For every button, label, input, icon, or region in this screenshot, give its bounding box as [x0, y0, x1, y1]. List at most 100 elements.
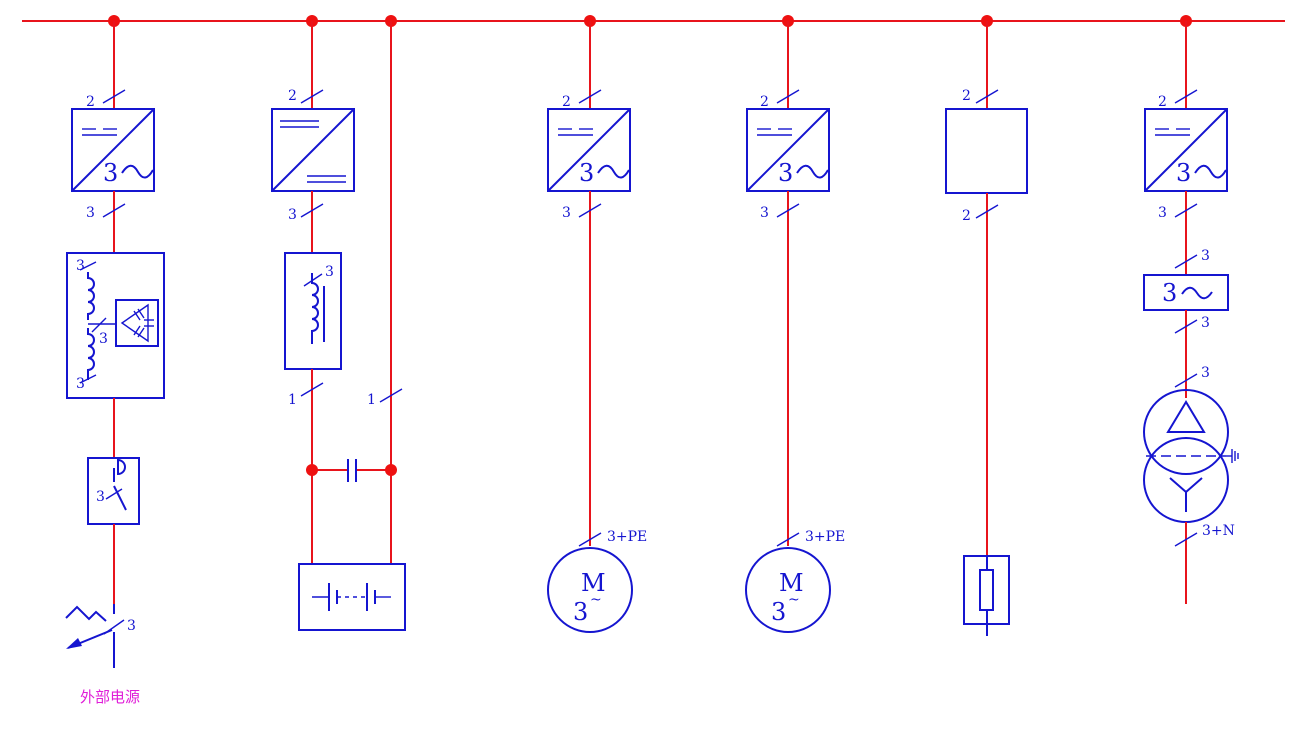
count-tick: [379, 388, 403, 403]
capacitor-plate: [137, 327, 145, 338]
capacitor-plate: [133, 310, 141, 321]
count-tick: [578, 89, 602, 104]
motor-1: M 3 ~: [547, 547, 633, 633]
count-tick: [1174, 254, 1198, 269]
dc-ac-converter-6: 3: [1144, 108, 1228, 192]
conductor-count: 3: [86, 205, 95, 221]
transformer-primary-winding: [1143, 389, 1229, 475]
conductor-count: 3: [1201, 365, 1210, 381]
count-tick: [578, 203, 602, 218]
conductor-count: 3: [99, 331, 108, 347]
count-tick: [1174, 373, 1198, 388]
branch-3: 2 3 3 3+PE M 3 ~: [547, 15, 647, 633]
ac-wave-icon: [597, 164, 630, 179]
conductor-count: 1: [288, 392, 297, 408]
breaker-blade: [113, 485, 127, 511]
count-tick: [102, 203, 126, 218]
count-tick: [303, 273, 323, 287]
motor-tilde: ~: [590, 592, 602, 608]
dc-ac-converter-1: 3: [71, 108, 155, 192]
conductor-count: 3: [1201, 248, 1210, 264]
converter-diagonal: [1144, 108, 1228, 192]
motor-circle: [547, 547, 633, 633]
conductor-count: 2: [760, 94, 769, 110]
dc-ac-converter-3: 3: [547, 108, 631, 192]
count-tick: [776, 89, 800, 104]
conductor-count: 1: [367, 392, 376, 408]
branch-5: 2 2: [945, 15, 1028, 636]
count-tick: [578, 532, 602, 547]
choke-unit: 3: [284, 252, 342, 370]
converter-diagonal: [746, 108, 830, 192]
count-tick: [975, 204, 999, 219]
conductor-count: 2: [962, 88, 971, 104]
conductor-count: 3: [96, 489, 105, 505]
battery-box: [298, 563, 406, 631]
count-tick: [79, 261, 97, 271]
motor-phase: 3: [771, 598, 786, 626]
count-tick: [300, 89, 324, 104]
conductor-count: 3+PE: [805, 529, 845, 545]
motor-circle: [745, 547, 831, 633]
conductor-count: 3: [325, 264, 334, 280]
conductor-count: 2: [962, 208, 971, 224]
count-tick: [300, 382, 324, 397]
converter-diagonal: [547, 108, 631, 192]
external-plug-connector: 3: [65, 604, 136, 668]
conductor-count: 2: [288, 88, 297, 104]
braking-resistor: [963, 555, 1010, 636]
conductor-count: 2: [1158, 94, 1167, 110]
breaker-trip-icon: [117, 458, 126, 476]
count-tick: [1174, 532, 1198, 547]
capacitor-bank-box: [115, 299, 159, 347]
count-tick: [105, 488, 123, 500]
branch-4: 2 3 3 3+PE M 3 ~: [745, 15, 845, 633]
conductor-count: 3: [1158, 205, 1167, 221]
capacitor-plate: [137, 308, 145, 319]
motor-letter: M: [779, 569, 804, 597]
ac-filter: 3: [1143, 274, 1229, 311]
conductor-count: 3: [1201, 315, 1210, 331]
count-tick: [776, 203, 800, 218]
branch-6: 2 3 3 3 3 3 3: [1143, 15, 1239, 604]
motor-phase: 3: [573, 598, 588, 626]
motor-letter: M: [581, 569, 606, 597]
wye-winding-icon: [1169, 477, 1203, 512]
conductor-count: 3: [127, 618, 136, 634]
converter-diagonal: [271, 108, 355, 192]
conductor-count: 2: [86, 94, 95, 110]
phase-digit: 3: [778, 159, 793, 187]
count-tick: [1174, 319, 1198, 334]
transformer-filter-unit: 3 3 3: [66, 252, 165, 399]
count-tick: [102, 89, 126, 104]
inductor-icon: [87, 272, 95, 320]
resistor-icon: [979, 569, 994, 611]
conductor-count: 3: [760, 205, 769, 221]
dc-ac-converter-4: 3: [746, 108, 830, 192]
filter-phase-digit: 3: [1162, 279, 1177, 307]
ac-wave-icon: [796, 164, 829, 179]
conductor-count: 3+N: [1202, 523, 1235, 539]
count-tick: [975, 89, 999, 104]
conductor-count: 2: [562, 94, 571, 110]
phase-digit: 3: [1176, 159, 1191, 187]
conductor-count: 3: [76, 258, 85, 274]
plug-arrow-icon: [66, 638, 82, 649]
capacitor-plate: [133, 325, 141, 336]
count-tick: [300, 203, 324, 218]
delta-winding-icon: [1166, 400, 1206, 433]
external-source-label: 外部电源: [80, 688, 140, 706]
dc-dc-converter: [271, 108, 355, 192]
junction-node: [306, 464, 318, 476]
count-tick: [776, 532, 800, 547]
converter-diagonal: [71, 108, 155, 192]
battery: [298, 563, 406, 631]
ac-wave-icon: [1194, 164, 1227, 179]
phase-digit: 3: [579, 159, 594, 187]
ac-wave-icon: [121, 164, 154, 179]
branch-2: 2 3 3 1 1: [271, 15, 406, 631]
conductor-count: 3: [76, 376, 85, 392]
branch-1: 2 3 3 3 3 3: [65, 15, 165, 706]
conductor-count: 3+PE: [607, 529, 647, 545]
